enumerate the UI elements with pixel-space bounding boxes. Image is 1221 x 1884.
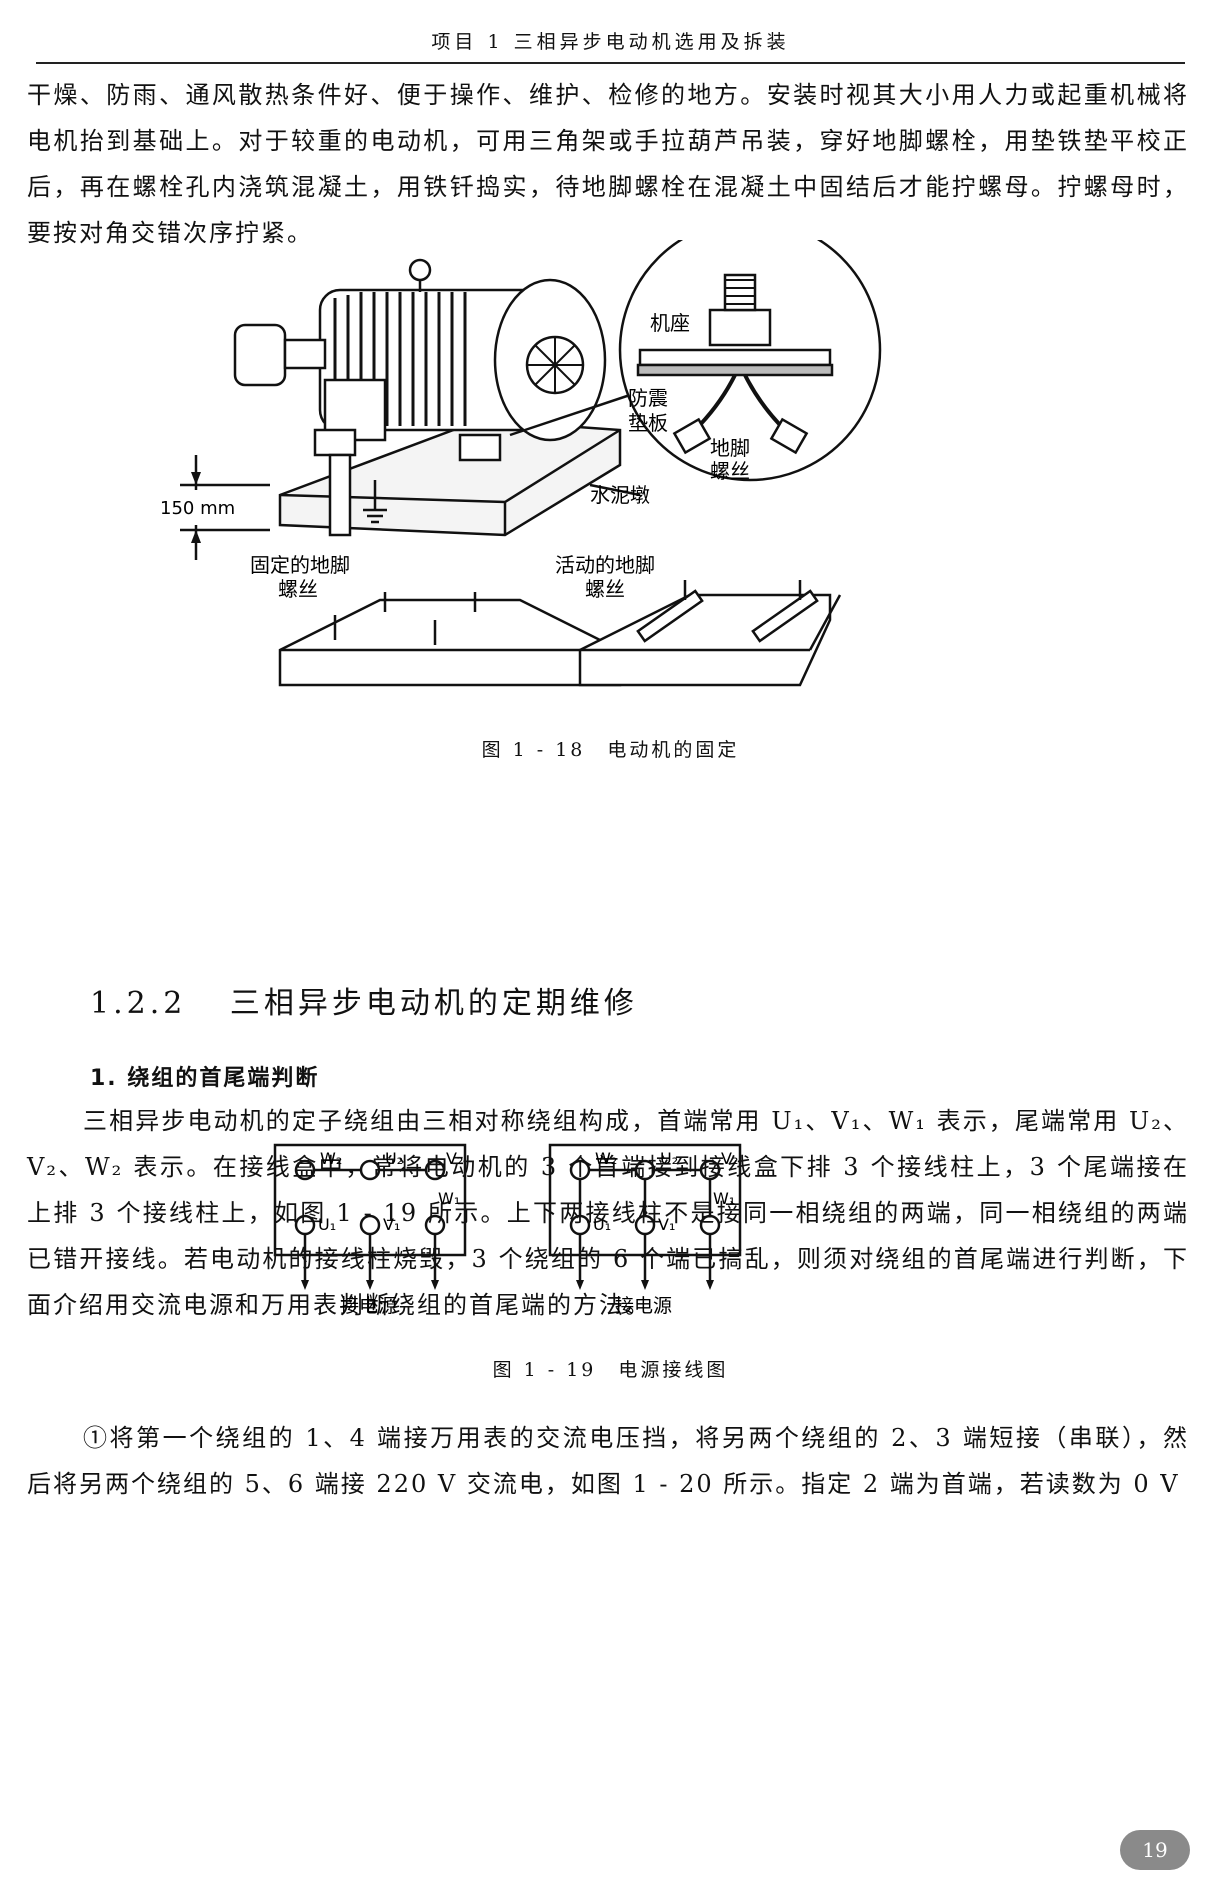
terminal-u1-left: U₁ [318,1215,336,1234]
section-title: 三相异步电动机的定期维修 [229,986,638,1021]
section-number: 1.2.2 [90,986,187,1021]
terminal-v2-left: V₂ [446,1149,463,1168]
running-header: 项目 1 三相异步电动机选用及拆装 [36,22,1185,64]
label-bolt-line1: 地脚 [710,436,750,460]
label-fixed-line1: 固定的地脚 [250,553,350,577]
power-label-left: 接电源 [340,1295,397,1317]
paragraph-windings: 三相异步电动机的定子绕组由三相对称绕组构成，首端常用 U₁、V₁、W₁ 表示，尾… [27,1107,1189,1319]
page-number: 19 [1120,1830,1190,1870]
label-fixed-line2: 螺丝 [278,577,318,601]
label-pad-line1: 防震 [628,386,668,410]
terminal-w2-right: W₂ [595,1149,617,1168]
terminal-u1-right: U₁ [593,1215,611,1234]
label-base: 机座 [650,311,690,335]
figure-motor-mounting: 机座 防震 垫板 地脚 螺丝 水泥墩 150 mm 固定的地脚 螺丝 活动的地脚… [160,240,882,687]
power-label-right: 接电源 [615,1295,672,1317]
figure1-caption: 图 1 - 18 电动机的固定 [481,739,740,761]
terminal-v2-right: V₂ [721,1149,738,1168]
label-pier: 水泥墩 [590,483,650,507]
label-height: 150 mm [160,498,235,519]
terminal-w1-left: W₁ [438,1189,460,1208]
label-pad-line2: 垫板 [628,411,668,435]
terminal-v1-right: V₁ [658,1215,675,1234]
lifting-ring [408,258,432,282]
terminal-v1-left: V₁ [383,1215,400,1234]
terminal-w1-right: W₁ [713,1189,735,1208]
subsection-heading: 1. 绕组的首尾端判断 [90,1066,320,1091]
paragraph-step1: ①将第一个绕组的 1、4 端接万用表的交流电压挡，将另两个绕组的 2、3 端短接… [27,1424,1189,1498]
figure-wiring-diagram: W₂ U₂ V₂ U₁ V₁ W₁ W₂ U₂ V₂ U₁ V₁ W₁ 接电源 … [273,1143,742,1317]
terminal-w2-left: W₂ [320,1149,342,1168]
section-heading: 1.2.2 三相异步电动机的定期维修 [90,978,638,1022]
terminal-u2-left: U₂ [385,1149,403,1168]
label-movable-line2: 螺丝 [585,577,625,601]
label-bolt-line2: 螺丝 [710,459,750,483]
pulley [233,323,287,387]
terminal-u2-right: U₂ [660,1149,678,1168]
paragraph-intro: 干燥、防雨、通风散热条件好、便于操作、维护、检修的地方。安装时视其大小用人力或起… [27,81,1189,247]
label-movable-line1: 活动的地脚 [555,553,655,577]
figure2-caption: 图 1 - 19 电源接线图 [492,1359,729,1381]
